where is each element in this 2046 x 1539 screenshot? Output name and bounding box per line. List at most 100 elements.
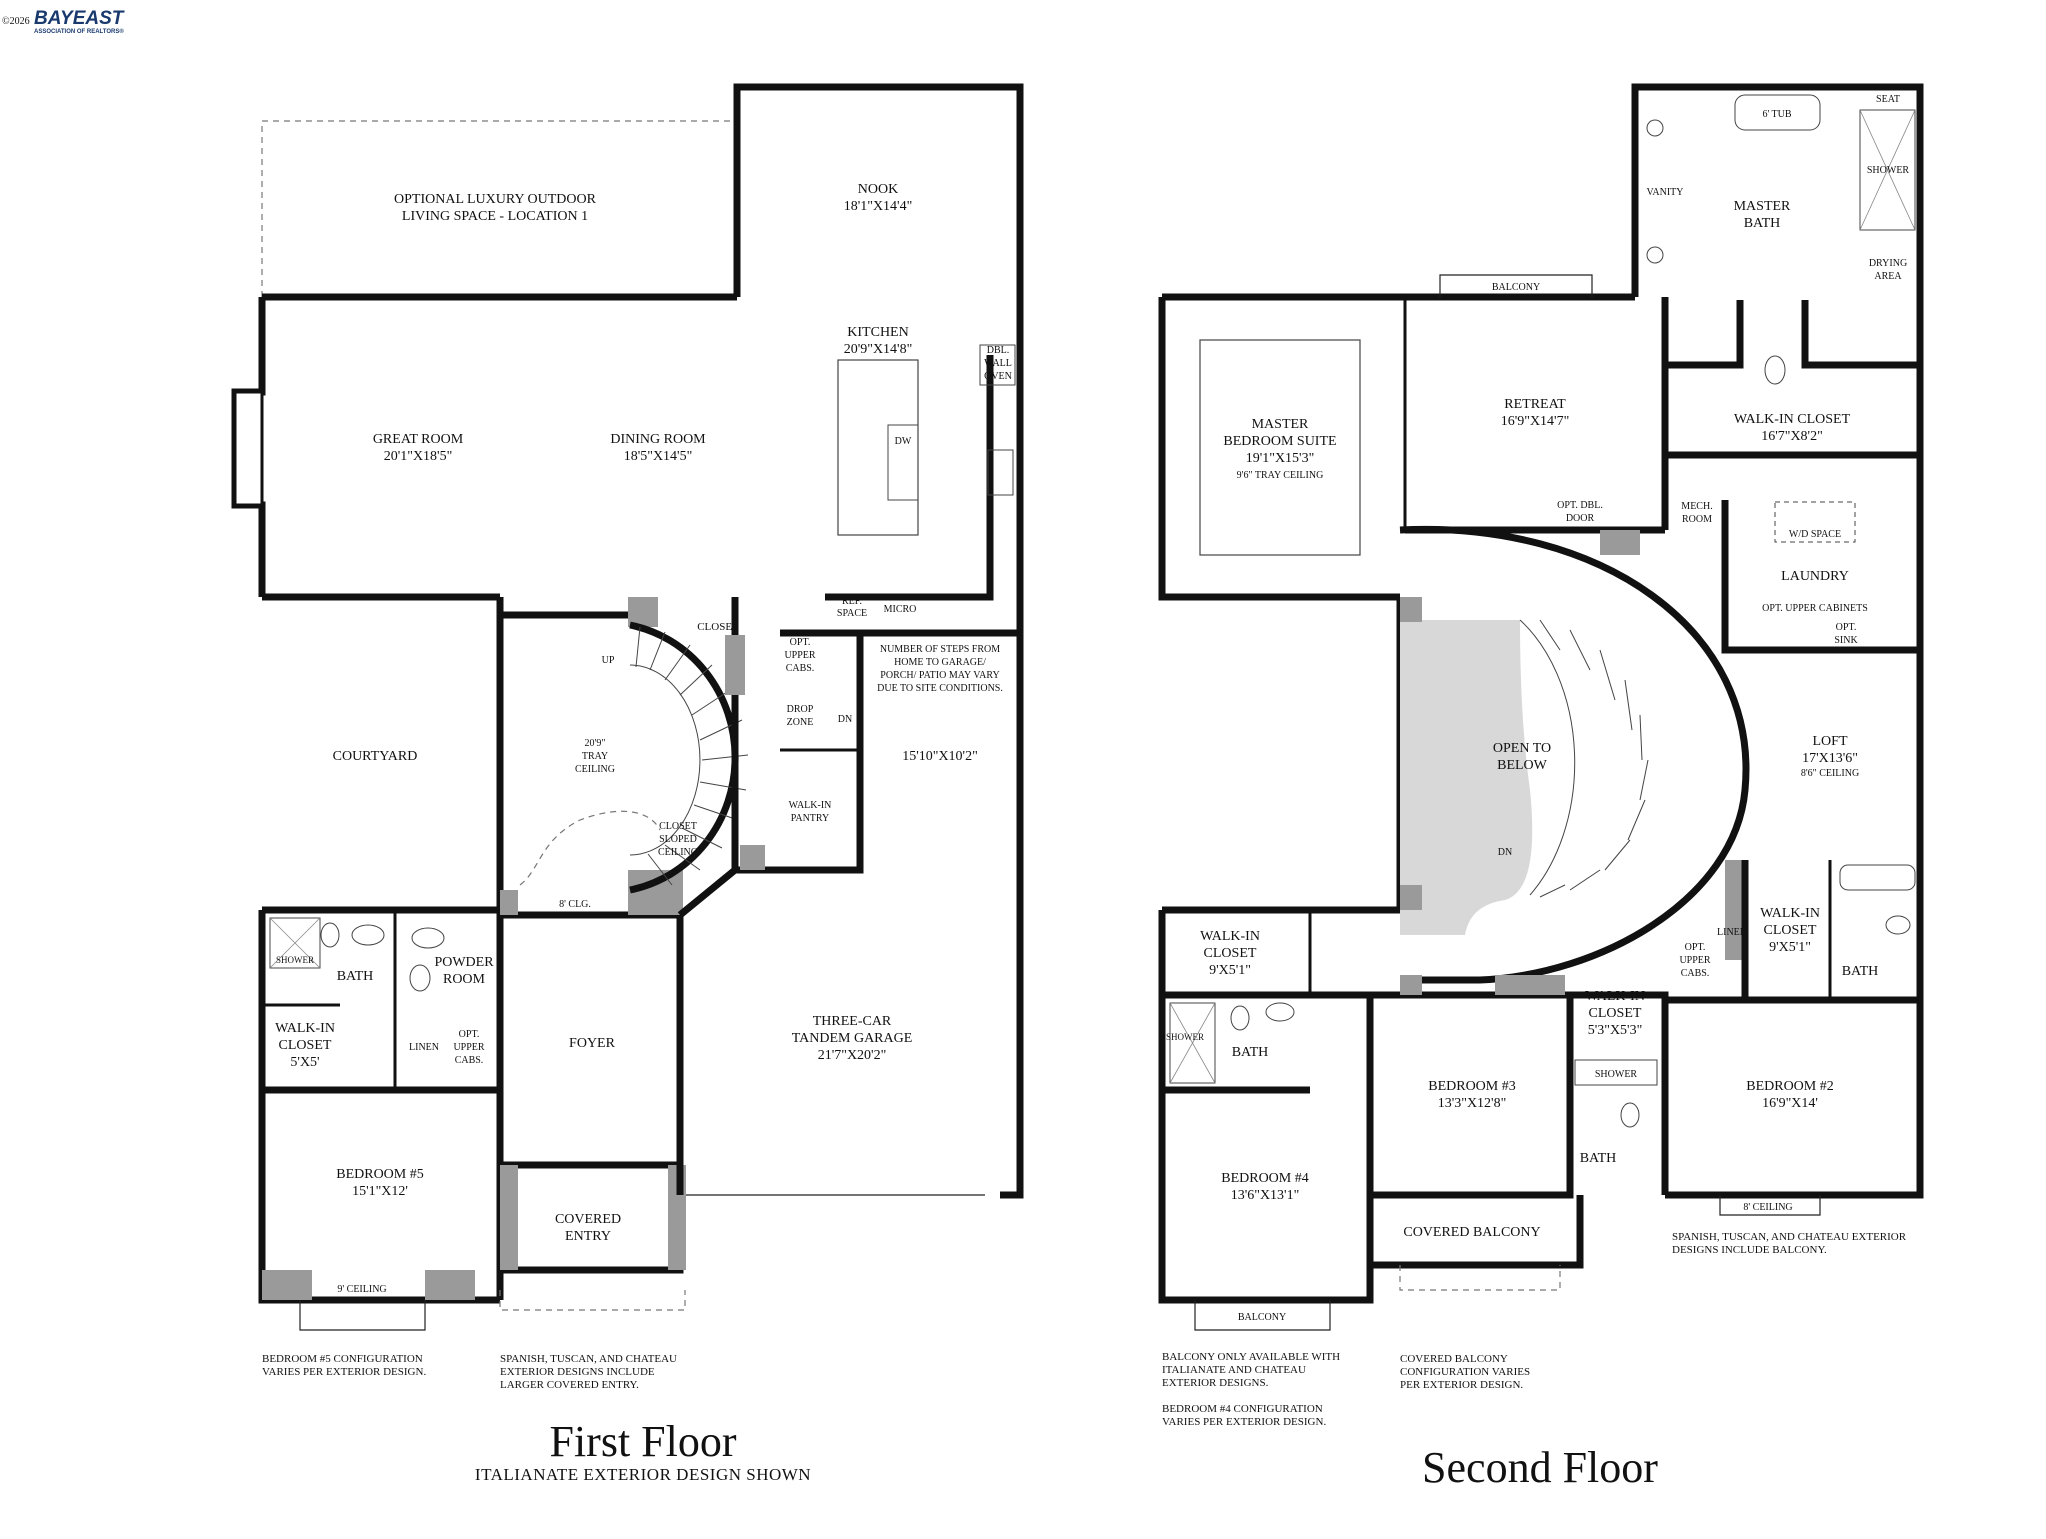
garage-dim-label: 15'10"X10'2" bbox=[902, 749, 978, 764]
wic-master-label: WALK-IN CLOSET bbox=[1734, 412, 1851, 427]
great-room-label: GREAT ROOM bbox=[373, 432, 464, 447]
sf-dn-label: DN bbox=[1498, 847, 1512, 858]
cabs-label-1: OPT. bbox=[790, 637, 811, 648]
wall-oven bbox=[979, 344, 1016, 386]
wd-label: W/D SPACE bbox=[1789, 529, 1841, 540]
bath4-shower-label: SHOWER bbox=[1166, 1032, 1204, 1042]
column bbox=[1725, 860, 1745, 960]
copyright-text: ©2026 bbox=[2, 16, 30, 27]
logo-wordmark: BAYEAST bbox=[34, 8, 125, 29]
wd-space bbox=[1774, 501, 1856, 543]
fireplace bbox=[233, 390, 264, 507]
drop-zone-1: DROP bbox=[787, 704, 814, 715]
column bbox=[425, 1270, 475, 1300]
laundry-label: LAUNDRY bbox=[1781, 569, 1849, 584]
oven-label-2: WALL bbox=[984, 358, 1012, 369]
sf-note-1a: SPANISH, TUSCAN, AND CHATEAU EXTERIOR bbox=[1672, 1231, 1907, 1243]
column bbox=[1400, 597, 1422, 622]
bath-label: BATH bbox=[337, 969, 374, 984]
ref-label-2: SPACE bbox=[837, 608, 867, 619]
micro-label: MICRO bbox=[884, 604, 917, 615]
sf-bath3-walls bbox=[1570, 991, 1669, 1195]
covered-entry-1: COVERED bbox=[555, 1212, 621, 1227]
drop-zone-2: ZONE bbox=[787, 717, 814, 728]
closet-label: CLOSET bbox=[697, 621, 739, 633]
dbl-door-2: DOOR bbox=[1566, 513, 1595, 524]
ff-note-2c: LARGER COVERED ENTRY. bbox=[500, 1379, 639, 1391]
garage-stair-wall bbox=[677, 867, 738, 918]
bath2-toilet bbox=[1885, 915, 1911, 935]
balcony-bottom-label: BALCONY bbox=[1238, 1312, 1286, 1323]
vanity-label: VANITY bbox=[1646, 187, 1683, 198]
bay-window bbox=[299, 1300, 426, 1331]
vanity-sink bbox=[1646, 119, 1664, 137]
open-to-below-area bbox=[1400, 620, 1533, 935]
bath3-toilet bbox=[1620, 1102, 1640, 1128]
wic-master-size: 16'7"X8'2" bbox=[1761, 429, 1823, 444]
wic3-2: CLOSET bbox=[1589, 1006, 1642, 1021]
opt-cabinets: OPT. UPPER CABINETS bbox=[1762, 603, 1868, 614]
wic4-size: 9'X5'1" bbox=[1209, 963, 1251, 978]
outdoor-label-2: LIVING SPACE - LOCATION 1 bbox=[402, 209, 588, 224]
cabs-label-3: CABS. bbox=[786, 663, 815, 674]
wic-size: 5'X5' bbox=[290, 1055, 319, 1070]
second-floor-labels: 6' TUB SEAT VANITY MASTER BATH SHOWER DR… bbox=[1162, 94, 1909, 1492]
kitchen-label: KITCHEN bbox=[847, 325, 908, 340]
cabs-b-2: UPPER bbox=[453, 1042, 484, 1053]
ref-label-1: REF. bbox=[842, 596, 862, 607]
bath3-shower-label: SHOWER bbox=[1595, 1069, 1638, 1080]
ceiling-9-label: 9' CEILING bbox=[337, 1284, 386, 1295]
wic2-2: CLOSET bbox=[1764, 923, 1817, 938]
sf-cabs-1: OPT. bbox=[1685, 942, 1706, 953]
linen-label: LINEN bbox=[409, 1042, 439, 1053]
column bbox=[1600, 530, 1640, 555]
master-shower-label: SHOWER bbox=[1867, 165, 1910, 176]
opt-sink-2: SINK bbox=[1834, 635, 1858, 646]
column bbox=[628, 870, 683, 915]
cabs-label-2: UPPER bbox=[784, 650, 815, 661]
great-room-size: 20'1"X18'5" bbox=[384, 449, 453, 464]
closet-sloped-3: CEILING bbox=[658, 847, 698, 858]
ff-note-1b: VARIES PER EXTERIOR DESIGN. bbox=[262, 1366, 426, 1378]
sf-note-1b: DESIGNS INCLUDE BALCONY. bbox=[1672, 1244, 1827, 1256]
steps-note-3: PORCH/ PATIO MAY VARY bbox=[880, 670, 999, 681]
column bbox=[500, 1165, 518, 1270]
master-shower bbox=[1859, 109, 1916, 231]
bath2-tub bbox=[1839, 864, 1916, 891]
sf-note-2a: BALCONY ONLY AVAILABLE WITH bbox=[1162, 1351, 1340, 1363]
master-bath-1: MASTER bbox=[1734, 199, 1791, 214]
sf-stair-inner bbox=[1519, 619, 1576, 896]
sf-cabs-3: CABS. bbox=[1681, 968, 1710, 979]
tub-label: 6' TUB bbox=[1762, 109, 1791, 120]
closet-sloped-2: SLOPED bbox=[659, 834, 697, 845]
open-below-1: OPEN TO bbox=[1493, 741, 1551, 756]
garage-size: 21'7"X20'2" bbox=[818, 1048, 887, 1063]
wic3-1: WALK-IN bbox=[1585, 989, 1645, 1004]
wic-master-divider bbox=[1665, 300, 1744, 369]
steps-note-2: HOME TO GARAGE/ bbox=[894, 657, 986, 668]
bath4-sink bbox=[1265, 1002, 1295, 1022]
ff-note-2a: SPANISH, TUSCAN, AND CHATEAU bbox=[500, 1353, 677, 1365]
tub bbox=[1734, 94, 1821, 131]
first-floor-subtitle: ITALIANATE EXTERIOR DESIGN SHOWN bbox=[475, 1465, 811, 1484]
sf-note-4a: BEDROOM #4 CONFIGURATION bbox=[1162, 1403, 1323, 1415]
dishwasher-label: DW bbox=[895, 436, 912, 447]
powder-toilet bbox=[409, 964, 431, 992]
sf-master-left-wall bbox=[1158, 297, 1400, 601]
bath4-shower bbox=[1169, 1002, 1216, 1084]
bedroom3-size: 13'3"X12'8" bbox=[1438, 1096, 1507, 1111]
sf-bed3-walls bbox=[1370, 991, 1574, 1199]
balcony-top-label: BALCONY bbox=[1492, 282, 1540, 293]
powder-sink bbox=[411, 927, 445, 949]
column bbox=[1400, 975, 1422, 995]
laundry-walls bbox=[1721, 500, 1920, 654]
garage-label-2: TANDEM GARAGE bbox=[792, 1031, 913, 1046]
sf-note-2c: EXTERIOR DESIGNS. bbox=[1162, 1377, 1269, 1389]
foyer-label: FOYER bbox=[569, 1036, 616, 1051]
bath3-shower bbox=[1574, 1059, 1658, 1086]
sf-note-3a: COVERED BALCONY bbox=[1400, 1353, 1508, 1365]
wic3-size: 5'3"X5'3" bbox=[1588, 1023, 1643, 1038]
sf-stair-curved-wall bbox=[1399, 525, 1750, 984]
bath2-label: BATH bbox=[1842, 964, 1879, 979]
dining-room-size: 18'5"X14'5" bbox=[624, 449, 693, 464]
